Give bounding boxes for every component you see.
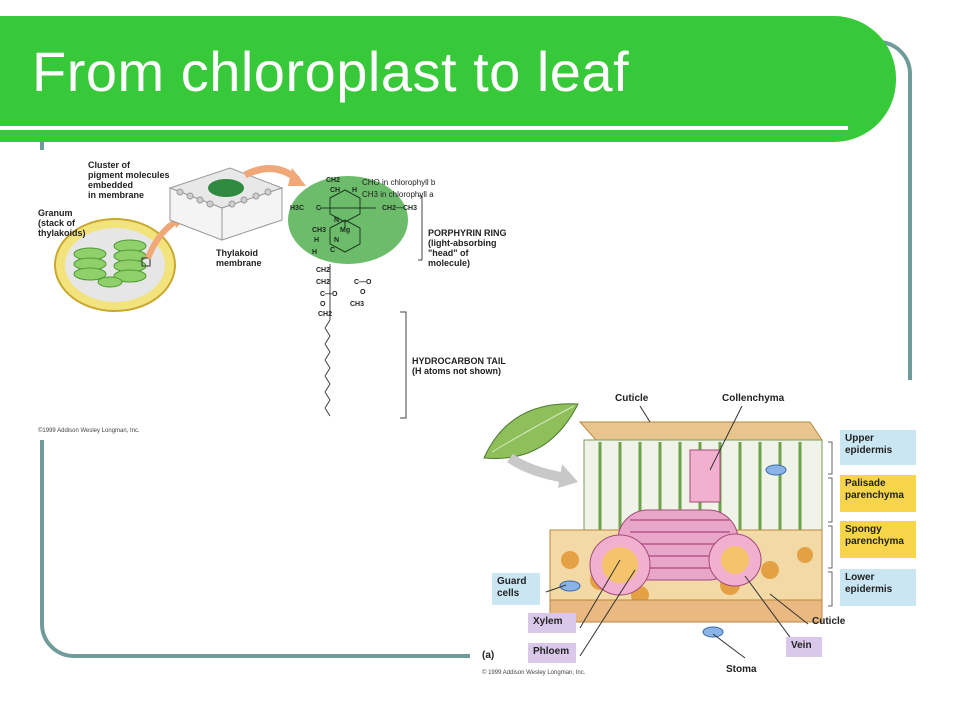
tail-atom-label: CH2 bbox=[318, 311, 332, 318]
ring-atom-label: CH2—CH3 bbox=[382, 205, 417, 212]
ring-atom-label: H bbox=[352, 187, 357, 194]
guard-cells-box: Guard cells bbox=[492, 573, 540, 605]
xylem-box: Xylem bbox=[528, 613, 576, 633]
ring-atom-label: C bbox=[316, 205, 321, 212]
palisade-parenchyma-box: Palisade parenchyma bbox=[840, 475, 916, 512]
tail-atom-label: C—O bbox=[354, 279, 372, 286]
slide-title: From chloroplast to leaf bbox=[32, 40, 630, 103]
lower-epidermis-box: Lower epidermis bbox=[840, 569, 916, 606]
tail-atom-label: C—O bbox=[320, 291, 338, 298]
panel-label-a: (a) bbox=[482, 650, 495, 661]
thylakoid-label: Thylakoid membrane bbox=[216, 248, 262, 268]
tail-atom-label: O bbox=[320, 301, 326, 308]
leaf-figure: Cuticle Collenchyma Upper epidermis Pali… bbox=[470, 380, 960, 685]
ring-atom-label: N bbox=[334, 237, 339, 244]
granum-label: Granum (stack of thylakoids) bbox=[38, 208, 86, 238]
ring-atom-label: N bbox=[334, 217, 339, 224]
cuticle-top-label: Cuticle bbox=[615, 393, 649, 404]
cuticle-bottom-label: Cuticle bbox=[812, 616, 846, 627]
porphyrin-label: PORPHYRIN RING (light-absorbing "head" o… bbox=[428, 228, 507, 268]
spongy-parenchyma-box: Spongy parenchyma bbox=[840, 521, 916, 558]
hydrocarbon-label: HYDROCARBON TAIL (H atoms not shown) bbox=[412, 356, 506, 376]
ring-atom-label: H3C bbox=[290, 205, 304, 212]
ring-atom-label: C bbox=[330, 247, 335, 254]
chloroplast-copyright: ©1999 Addison Wesley Longman, Inc. bbox=[38, 428, 140, 434]
guard-cells-shape bbox=[559, 580, 581, 592]
title-underline bbox=[0, 126, 848, 130]
hydrocarbon-tail bbox=[324, 319, 331, 417]
tail-atom-label: O bbox=[360, 289, 366, 296]
cho-b-label: CHO in chlorophyll b bbox=[362, 178, 436, 187]
ch3-a-label: CH3 in chlorophyll a bbox=[362, 190, 434, 199]
leaf-cross-section bbox=[483, 403, 833, 659]
collenchyma-label: Collenchyma bbox=[722, 393, 785, 404]
tail-atom-label: CH2 bbox=[316, 279, 330, 286]
tail-atom-label: CH2 bbox=[316, 267, 330, 274]
leaf-icon bbox=[483, 403, 579, 460]
title-bar bbox=[0, 16, 896, 142]
ring-atom-label: CH2 bbox=[326, 177, 340, 184]
tail-atom-label: CH3 bbox=[350, 301, 364, 308]
vein bbox=[589, 509, 762, 596]
grana-stacks bbox=[73, 239, 147, 288]
ring-atom-label: CH3 bbox=[312, 227, 326, 234]
stoma-label: Stoma bbox=[726, 664, 757, 675]
thylakoid-membrane bbox=[168, 167, 284, 241]
ring-atom-label: H bbox=[312, 249, 317, 256]
ring-atom-label: H bbox=[314, 237, 319, 244]
cluster-label: Cluster of pigment molecules embedded in… bbox=[88, 160, 170, 200]
lower-epidermis-block bbox=[549, 599, 823, 623]
phloem-box: Phloem bbox=[528, 643, 576, 663]
ring-atom-label: Mg bbox=[340, 227, 350, 234]
ring-atom-label: CH bbox=[330, 187, 340, 194]
leaf-copyright: © 1999 Addison Wesley Longman, Inc. bbox=[482, 670, 586, 676]
upper-epidermis-box: Upper epidermis bbox=[840, 430, 916, 465]
vein-box: Vein bbox=[786, 637, 822, 657]
